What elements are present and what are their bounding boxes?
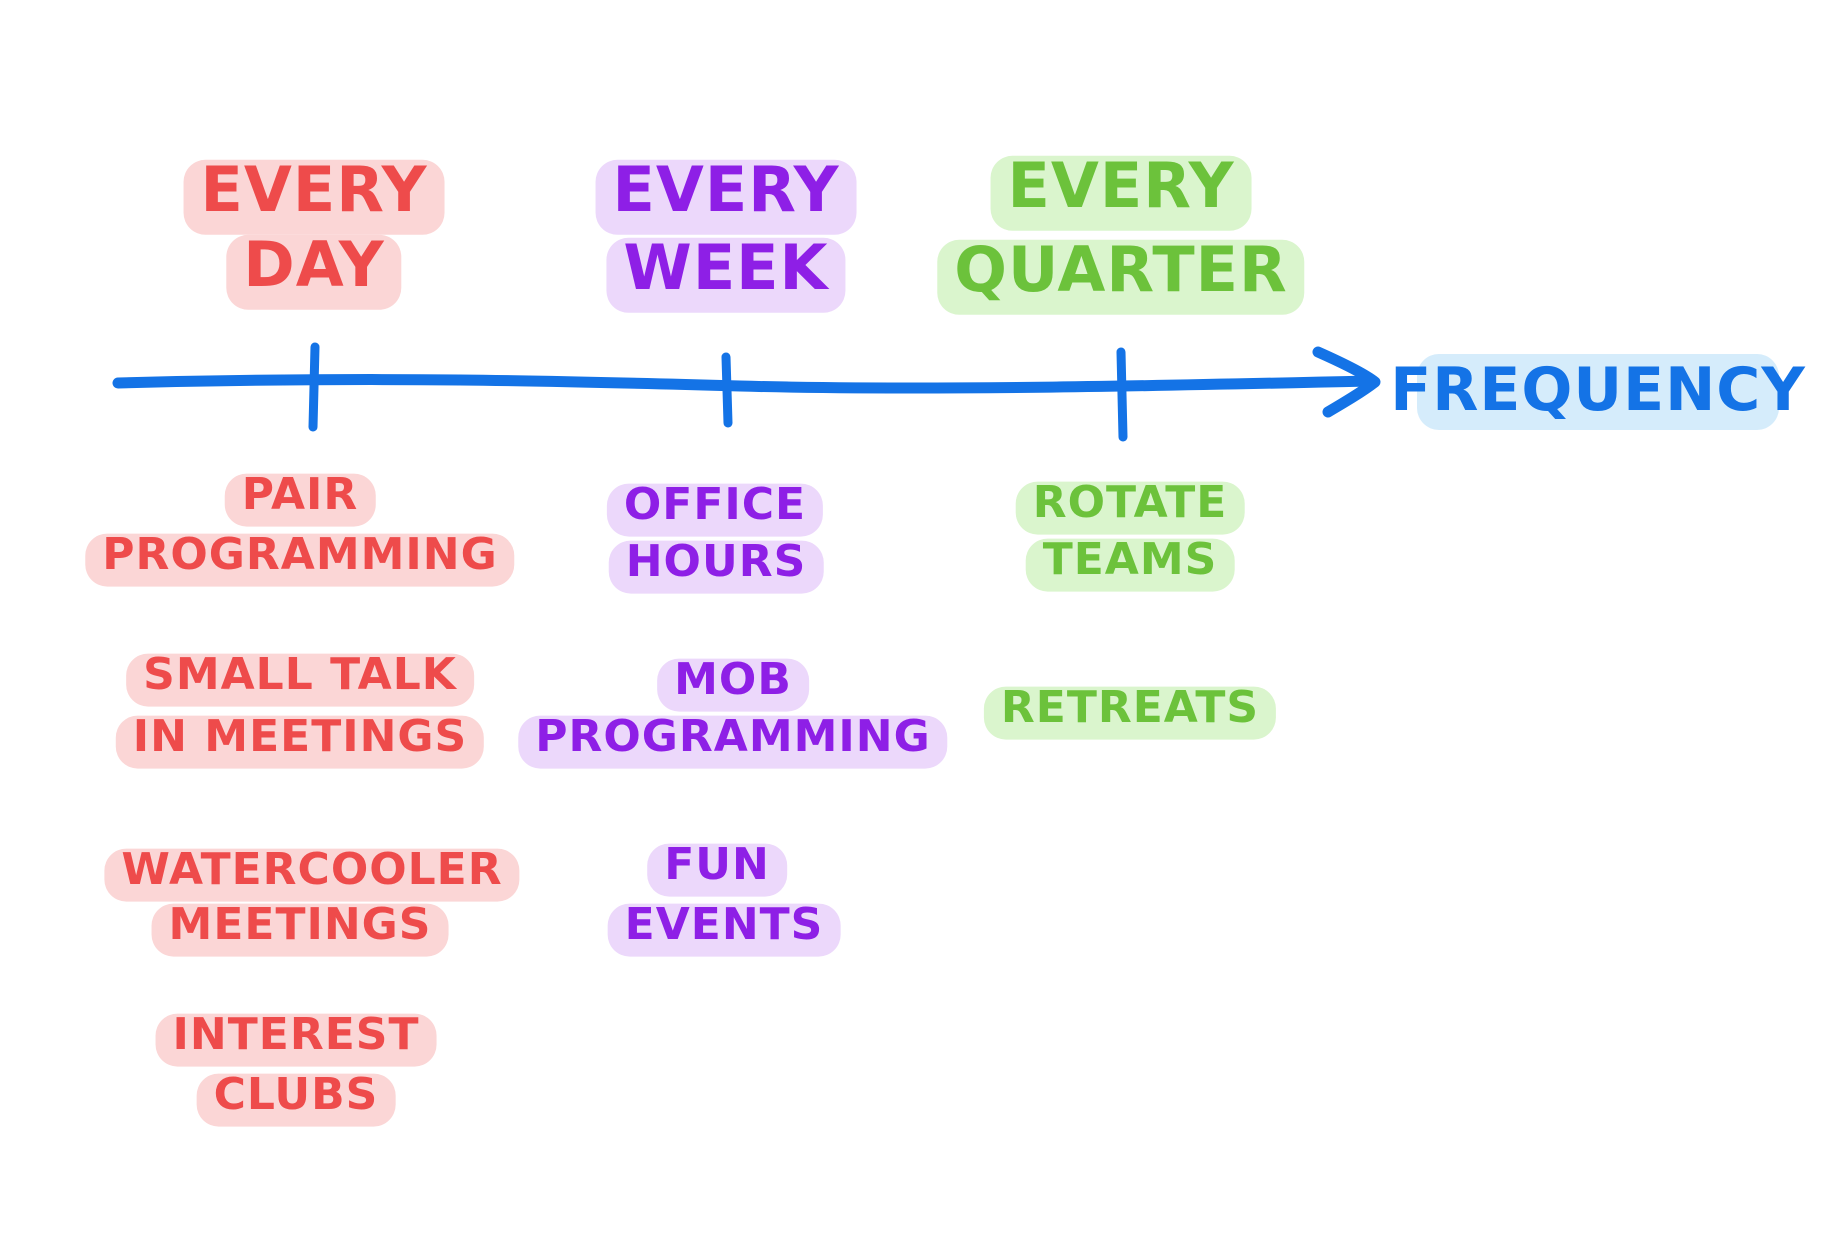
axis-label: FREQUENCY (1390, 355, 1806, 425)
activity-1-0-line-0: OFFICE (623, 479, 807, 530)
axis-line (112, 374, 1376, 394)
activity-2-1-line-0: RETREATS (1000, 682, 1260, 733)
activity-0-2-line-0: WATERCOOLER (121, 844, 503, 895)
column-heading-0-line-0: EVERY (200, 153, 428, 226)
column-heading-1-line-0: EVERY (612, 153, 840, 226)
activity-0-1-line-1: IN MEETINGS (132, 711, 468, 762)
column-heading-1-line-1: WEEK (623, 231, 829, 304)
activity-1-1-line-0: MOB (674, 654, 792, 705)
activity-2-0-line-0: ROTATE (1032, 477, 1228, 528)
column-heading-0-line-1: DAY (243, 228, 385, 301)
axis-arrowhead (1312, 346, 1381, 418)
activity-2-0-line-1: TEAMS (1042, 534, 1218, 585)
activity-0-3-line-0: INTEREST (172, 1009, 420, 1060)
activity-0-3-line-1: CLUBS (213, 1069, 379, 1120)
activity-0-1-line-0: SMALL TALK (143, 649, 457, 700)
activity-0-0-line-0: PAIR (241, 469, 359, 520)
activity-1-1-line-1: PROGRAMMING (535, 711, 931, 762)
tick-every-quarter (1116, 347, 1128, 442)
tick-every-day (308, 342, 320, 432)
activity-1-2-line-0: FUN (664, 839, 770, 890)
column-heading-2-line-0: EVERY (1007, 149, 1235, 222)
column-heading-2-line-1: QUARTER (954, 233, 1288, 306)
activity-0-0-line-1: PROGRAMMING (102, 529, 498, 580)
activity-1-2-line-1: EVENTS (624, 899, 824, 950)
activity-1-0-line-1: HOURS (625, 536, 807, 587)
activity-0-2-line-1: MEETINGS (168, 899, 432, 950)
tick-every-week (721, 352, 733, 428)
